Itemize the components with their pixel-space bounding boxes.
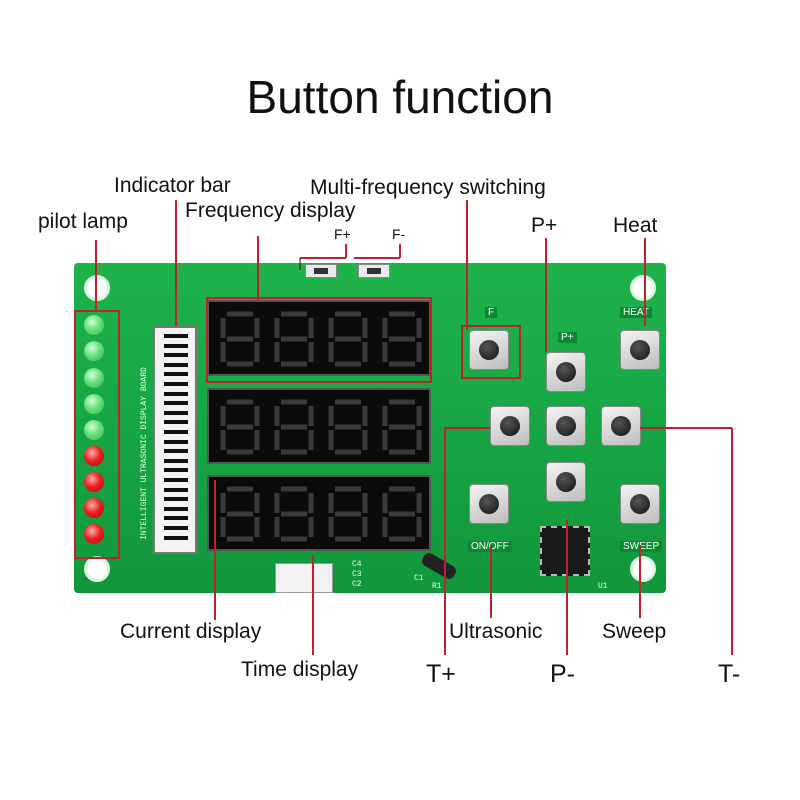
- sweep-label: Sweep: [602, 620, 667, 643]
- indicator-bar-segment: [164, 487, 188, 492]
- indicator-bar-segment: [164, 401, 188, 406]
- p-minus-button[interactable]: [546, 462, 586, 502]
- u1-silkscreen: U1: [598, 582, 608, 591]
- indicator-bar-segment: [164, 535, 188, 540]
- indicator-bar-segment: [164, 353, 188, 358]
- multi-frequency-button[interactable]: [469, 330, 509, 370]
- indicator-bar-segment: [164, 343, 188, 348]
- indicator-bar-segment: [164, 430, 188, 434]
- f-plus-label: F+: [334, 226, 351, 242]
- pilot-lamp-red: [84, 524, 104, 544]
- f-minus-switch[interactable]: [358, 264, 390, 278]
- heat-button[interactable]: [620, 330, 660, 370]
- pilot-lamp-green: [84, 394, 104, 414]
- indicator-bar-segment: [164, 526, 188, 530]
- frequency-display-label: Frequency display: [185, 199, 356, 222]
- current-display-label: Current display: [120, 620, 262, 643]
- pilot-lamp-green: [84, 368, 104, 388]
- on-off-button-label: ON/OFF: [468, 541, 512, 552]
- indicator-bar-segment: [164, 362, 188, 367]
- indicator-bar-segment: [164, 439, 188, 444]
- pilot-lamp-green: [84, 341, 104, 361]
- sweep-button[interactable]: [620, 484, 660, 524]
- page-title: Button function: [246, 71, 554, 123]
- center-button[interactable]: [546, 406, 586, 446]
- microcontroller-chip: [540, 526, 590, 576]
- p-plus-label: P+: [531, 214, 558, 237]
- indicator-bar-segment: [164, 468, 188, 473]
- current-display: [207, 475, 431, 551]
- pilot-lamp-red: [84, 472, 104, 492]
- t-minus-label: T-: [718, 660, 741, 688]
- ultrasonic-on-off-button[interactable]: [469, 484, 509, 524]
- heat-button-label: HEAT: [620, 307, 652, 318]
- multi-frequency-label: Multi-frequency switching: [310, 176, 546, 199]
- t-plus-button[interactable]: [490, 406, 530, 446]
- c3-silkscreen: C3: [352, 570, 362, 579]
- c1-silkscreen: C1: [414, 574, 424, 583]
- p-plus-button[interactable]: [546, 352, 586, 392]
- ultrasonic-label: Ultrasonic: [449, 620, 543, 643]
- indicator-bar-segment: [164, 497, 188, 502]
- time-display-label: Time display: [241, 658, 359, 681]
- t-minus-button[interactable]: [601, 406, 641, 446]
- indicator-bar-segment: [164, 449, 188, 454]
- indicator-bar-segment: [164, 420, 188, 425]
- sweep-button-label: SWEEP: [620, 541, 663, 552]
- pilot-lamp-green: [84, 315, 104, 335]
- indicator-bar-segment: [164, 478, 188, 482]
- heat-label: Heat: [613, 214, 658, 237]
- connector: [275, 563, 333, 593]
- frequency-display: [207, 300, 431, 376]
- t-plus-label: T+: [426, 660, 456, 688]
- indicator-bar-segment: [164, 382, 188, 386]
- indicator-bar-segment: [164, 410, 188, 415]
- f-button-label: F: [485, 307, 498, 318]
- pilot-lamp-red: [84, 498, 104, 518]
- indicator-bar-segment: [164, 506, 188, 511]
- indicator-bar-segment: [164, 391, 188, 396]
- p-minus-label: P-: [550, 660, 575, 688]
- pilot-lamp-label: pilot lamp: [38, 210, 128, 233]
- r1-silkscreen: R1: [432, 582, 442, 591]
- mounting-hole: [630, 556, 656, 582]
- indicator-bar-label: Indicator bar: [114, 174, 231, 197]
- indicator-bar-segment: [164, 372, 188, 377]
- indicator-bar-segment: [164, 334, 188, 338]
- mounting-hole: [630, 275, 656, 301]
- pilot-lamp-green: [84, 420, 104, 440]
- f-minus-label: F-: [392, 226, 406, 242]
- indicator-bar-segment: [164, 458, 188, 463]
- f-plus-switch[interactable]: [305, 264, 337, 278]
- pilot-lamp-red: [84, 446, 104, 466]
- p-plus-button-label: P+: [558, 332, 577, 343]
- c2-silkscreen: C2: [352, 580, 362, 589]
- indicator-bar-segment: [164, 516, 188, 521]
- c4-silkscreen: C4: [352, 560, 362, 569]
- time-display: [207, 388, 431, 464]
